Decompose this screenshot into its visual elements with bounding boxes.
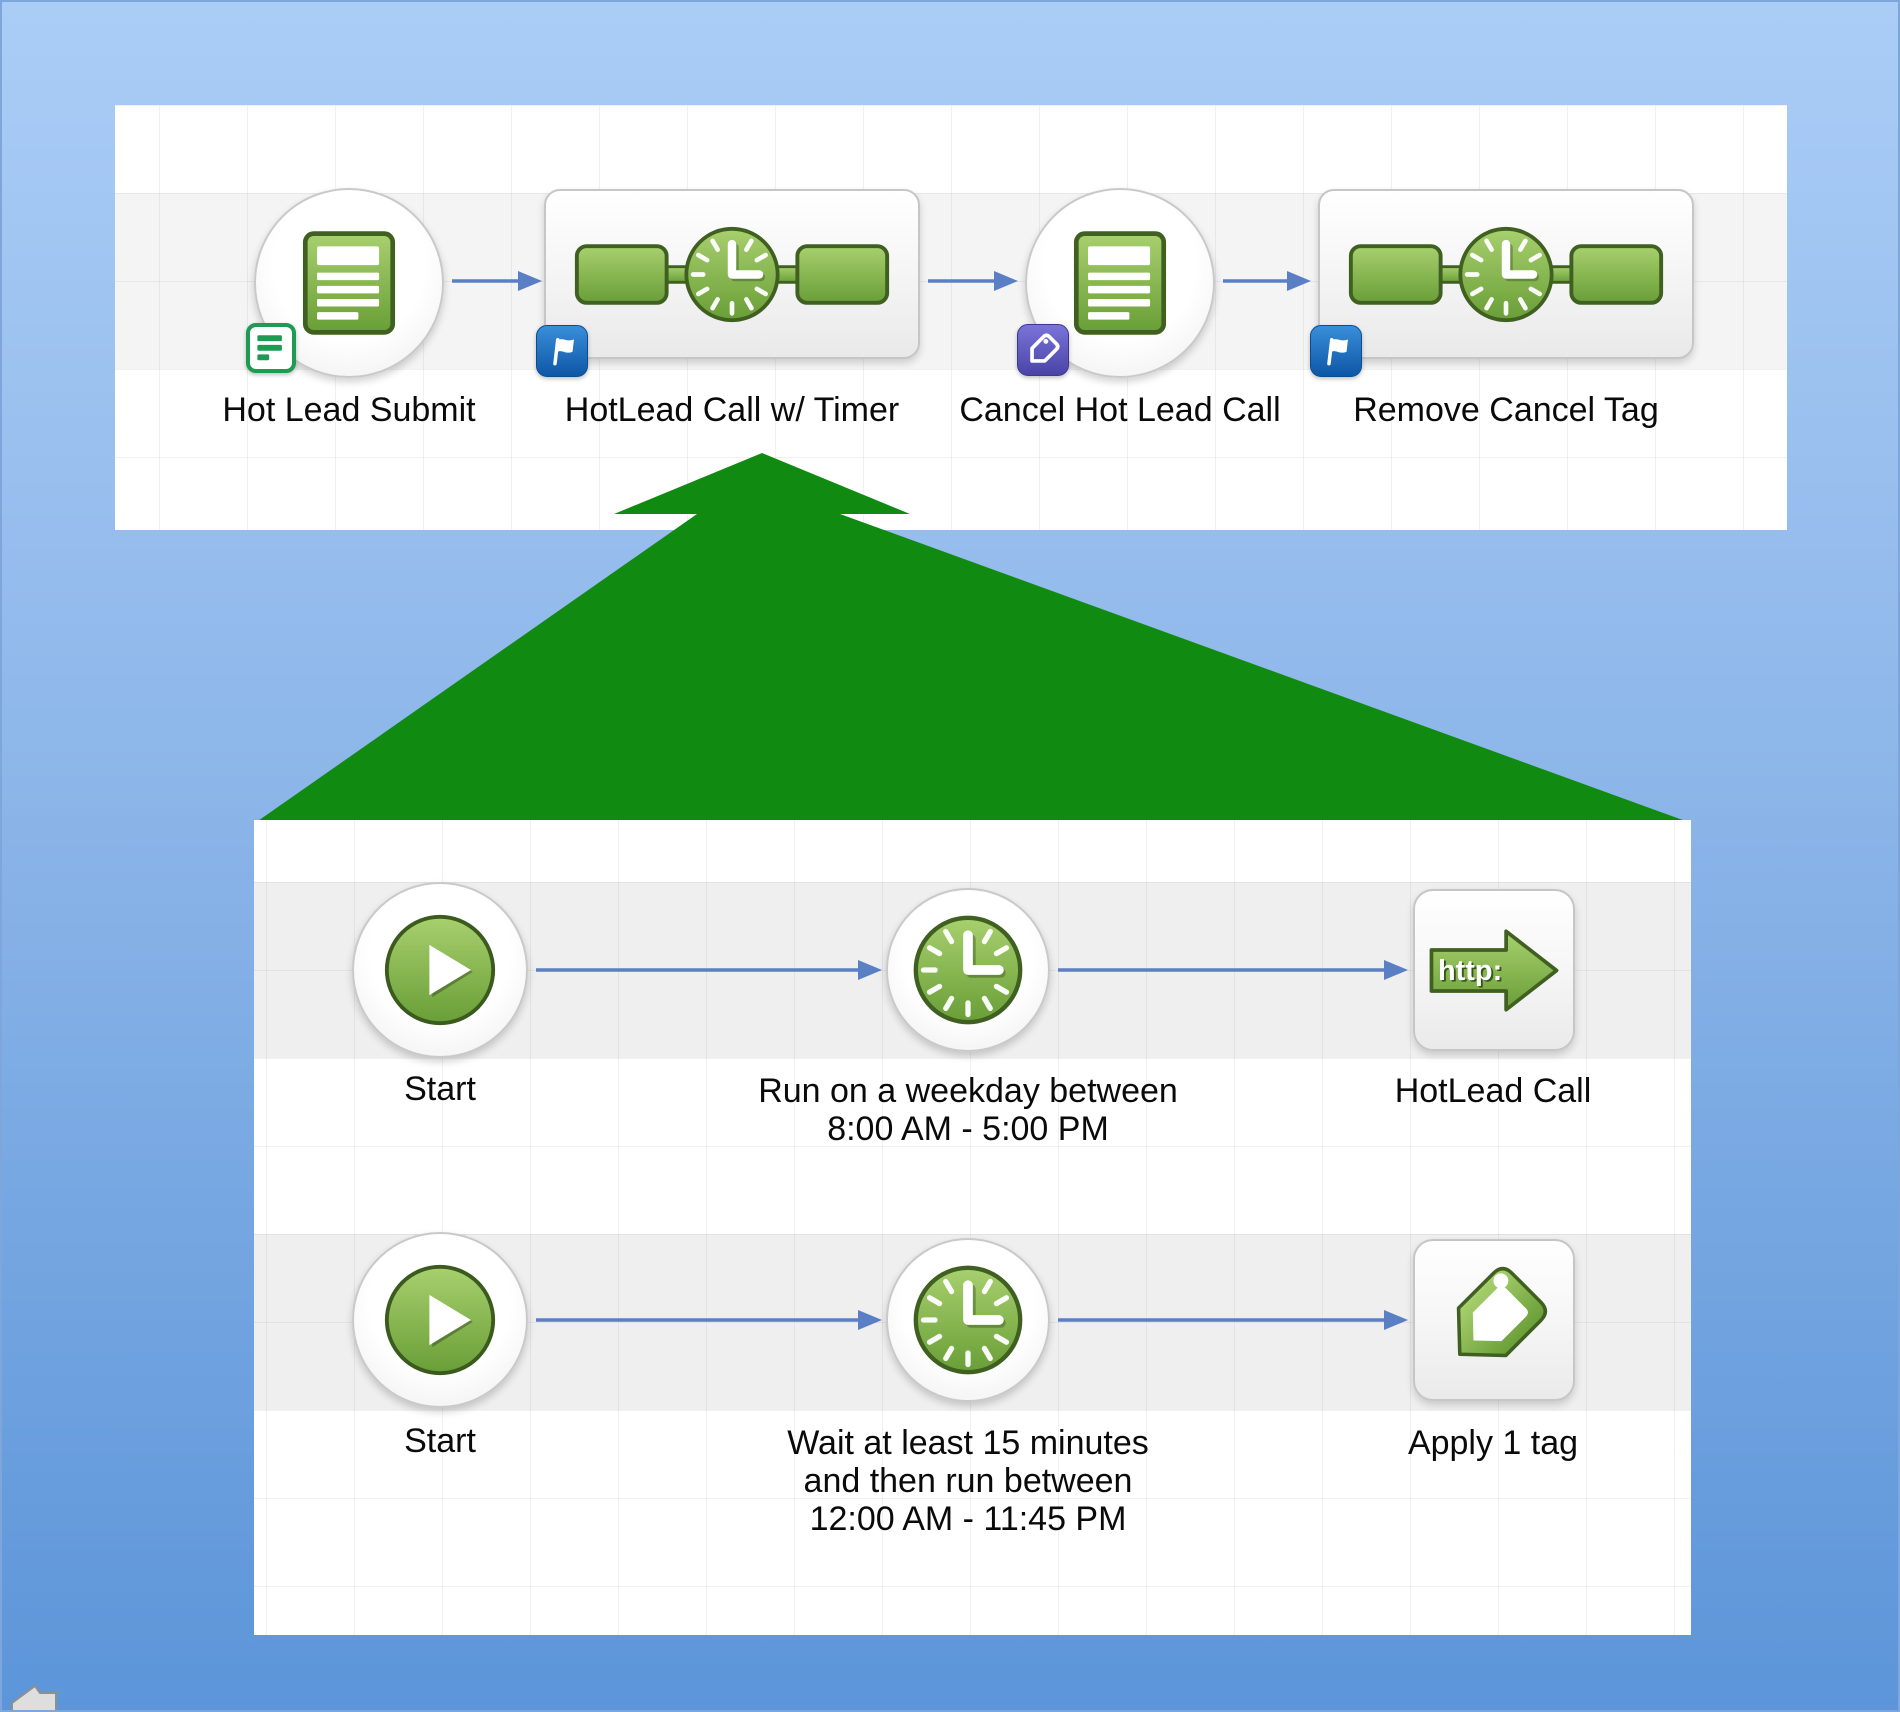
connector-arrow xyxy=(536,960,882,980)
end-node-label: HotLead Call xyxy=(1394,1072,1592,1110)
sequence-node-hotlead-call-timer[interactable] xyxy=(544,189,920,359)
clock-icon xyxy=(910,1262,1026,1378)
connector-arrow xyxy=(536,1310,882,1330)
connector-arrow xyxy=(928,271,1018,291)
timer-label: Wait at least 15 minutes and then run be… xyxy=(648,1424,1288,1538)
start-node[interactable] xyxy=(352,1232,528,1408)
end-node-label: Apply 1 tag xyxy=(1407,1424,1579,1462)
http-text: http: xyxy=(1438,954,1502,986)
http-icon: http: http: xyxy=(1429,928,1559,1012)
connector-arrow xyxy=(1058,1310,1408,1330)
node-label: HotLead Call w/ Timer xyxy=(564,391,900,429)
goal-node-cancel-hot-lead-call[interactable] xyxy=(1025,188,1215,378)
connector-arrow xyxy=(1223,271,1311,291)
http-text-shadow: http: xyxy=(1440,956,1504,988)
play-icon xyxy=(382,912,498,1028)
timer-label-line: 8:00 AM - 5:00 PM xyxy=(827,1110,1109,1148)
timer-label: Run on a weekday between 8:00 AM - 5:00 … xyxy=(648,1072,1288,1148)
start-label: Start xyxy=(404,1070,476,1108)
start-label: Start xyxy=(404,1422,476,1460)
sequence-detail-panel: http: http: Start Run on a weekday betwe… xyxy=(254,820,1691,1635)
start-node[interactable] xyxy=(352,882,528,1058)
flag-icon xyxy=(543,332,581,370)
timer-label-line: Wait at least 15 minutes xyxy=(787,1424,1149,1462)
sequence-timer-icon xyxy=(1345,211,1667,338)
form-icon xyxy=(1073,230,1167,336)
clock-icon xyxy=(910,912,1026,1028)
timer-label-line: 12:00 AM - 11:45 PM xyxy=(809,1500,1127,1538)
play-icon xyxy=(382,1262,498,1378)
timer-label-line: and then run between xyxy=(803,1462,1133,1500)
tag-icon xyxy=(1456,1266,1548,1358)
form-icon xyxy=(302,230,396,336)
node-label: Remove Cancel Tag xyxy=(1353,391,1659,429)
node-label: Cancel Hot Lead Call xyxy=(959,391,1281,429)
form-badge xyxy=(246,323,296,373)
campaign-canvas-panel: Hot Lead Submit HotLead Call w/ Timer xyxy=(115,105,1787,530)
connector-arrow xyxy=(1058,960,1408,980)
flag-badge xyxy=(536,325,588,377)
timer-node[interactable] xyxy=(886,888,1050,1052)
apply-tag-node[interactable] xyxy=(1413,1239,1575,1401)
sequence-node-remove-cancel-tag[interactable] xyxy=(1318,189,1694,359)
node-label: Hot Lead Submit xyxy=(222,391,476,429)
tag-badge xyxy=(1017,324,1069,376)
http-post-node[interactable]: http: http: xyxy=(1413,889,1575,1051)
tag-badge-icon xyxy=(1030,333,1060,363)
sequence-timer-icon xyxy=(571,211,893,338)
timer-node[interactable] xyxy=(886,1238,1050,1402)
connector-arrow xyxy=(452,271,542,291)
timer-label-line: Run on a weekday between xyxy=(758,1072,1178,1110)
form-badge-icon xyxy=(257,335,282,361)
flag-icon xyxy=(1317,332,1355,370)
flag-badge xyxy=(1310,325,1362,377)
